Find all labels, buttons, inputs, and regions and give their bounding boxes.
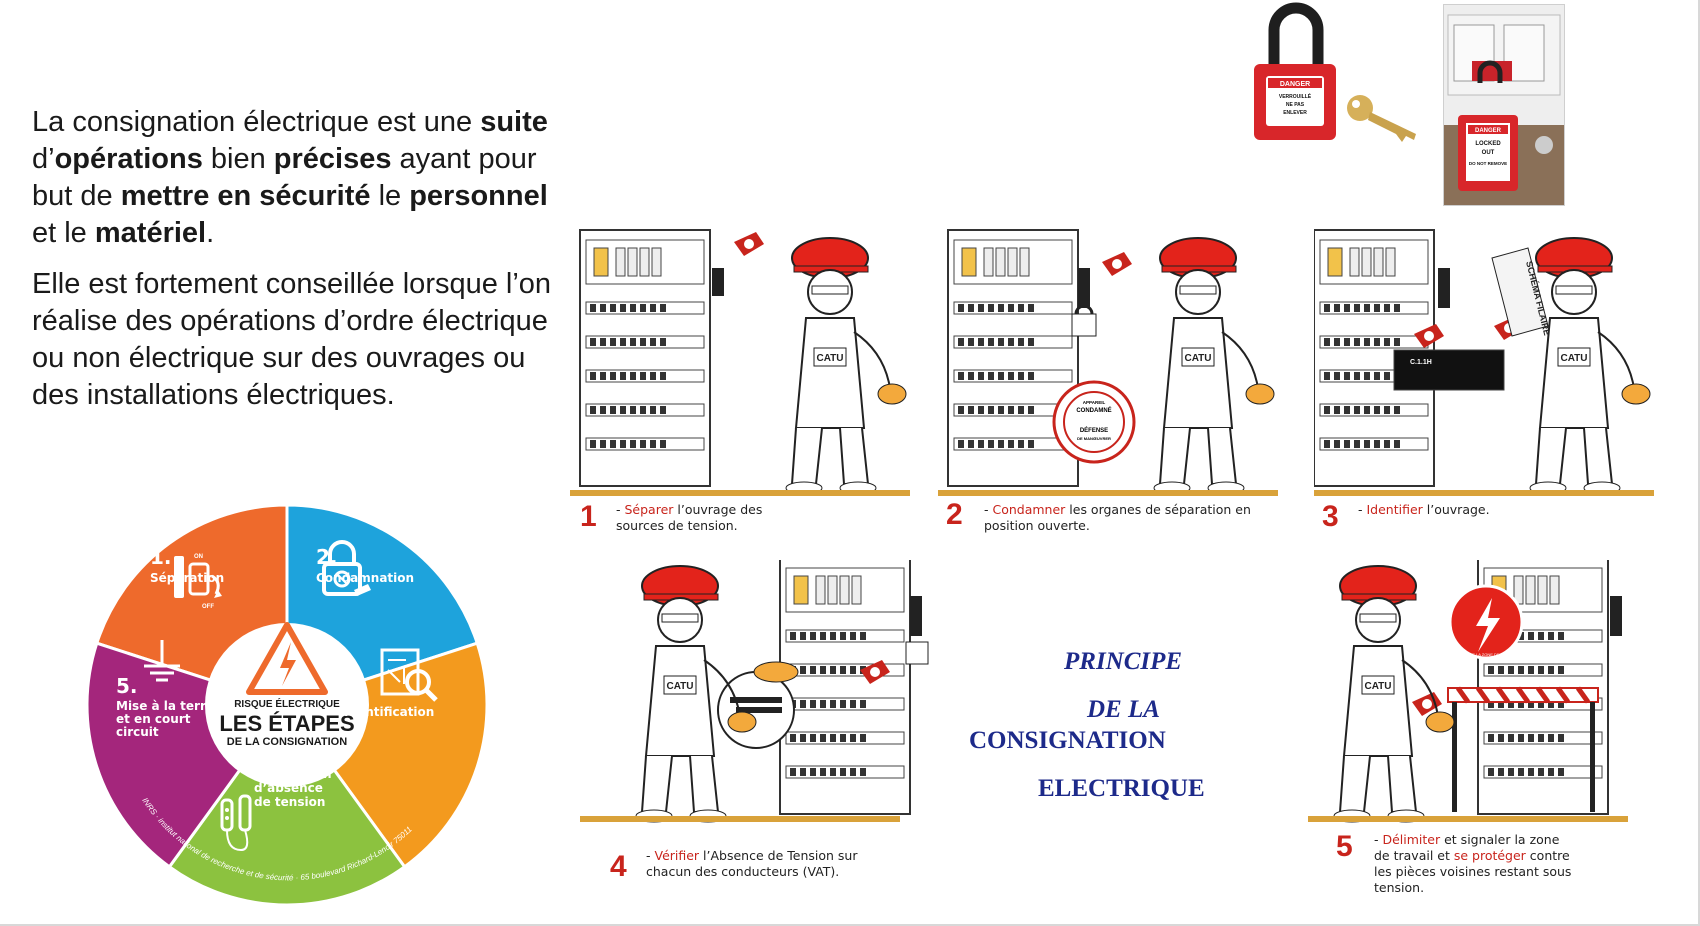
svg-text:OUT: OUT [1482, 150, 1495, 156]
wheel-label-verification-2: d’absence [254, 781, 323, 795]
magnifier-icon [380, 648, 438, 702]
svg-text:CONDAMNÉ: CONDAMNÉ [1076, 406, 1111, 414]
step-2-illustration: APPAREIL CONDAMNÉ DÉFENSE DE MANŒUVRER C… [938, 229, 1278, 496]
intro-run: ayant pour but de [32, 143, 537, 212]
step-1-number: 1 [580, 500, 597, 533]
step-1-illustration: CATU [570, 229, 910, 496]
intro-run: et le [32, 217, 95, 249]
step-3-number: 3 [1322, 500, 1339, 533]
svg-text:NE PAS: NE PAS [1286, 102, 1305, 108]
step-1-caption: - Séparer l’ouvrage des sources de tensi… [616, 502, 763, 533]
wheel-label-separation: Séparation [150, 571, 224, 585]
intro-run: précises [273, 143, 392, 175]
wheel-center-subtitle: DE LA CONSIGNATION [227, 736, 347, 748]
step-5-delimitation: LIMITE DE LA ZONE DE TRAVAIL CATU [1308, 560, 1658, 880]
step-5-caption: - Délimiter et signaler la zone de trava… [1374, 832, 1572, 895]
svg-text:DANGER: DANGER [1280, 81, 1310, 88]
wheel-segment-4 [167, 702, 407, 907]
principle-line-1: PRINCIPE [1064, 648, 1183, 675]
step-2-condamnation: APPAREIL CONDAMNÉ DÉFENSE DE MANŒUVRER C… [938, 222, 1288, 542]
intro-run: personnel [409, 180, 548, 212]
svg-text:DO NOT REMOVE: DO NOT REMOVE [1469, 161, 1507, 166]
step-3-identification: C.1.1H SCHÉMA FILAIRE CATU [1314, 222, 1664, 542]
principle-title: PRINCIPE DE LA CONSIGNATION ELECTRIQUE [960, 646, 1240, 804]
principle-line-3: CONSIGNATION [969, 727, 1166, 754]
voltage-tester-icon [220, 794, 252, 852]
step-2-number: 2 [946, 498, 963, 531]
intro-paragraph-1: La consignation électrique est une suite… [32, 104, 552, 252]
step-4-illustration: CATU [580, 560, 929, 823]
wheel-label-identification: Identification [344, 705, 434, 719]
principle-line-2: DE LA [1087, 696, 1160, 723]
svg-text:CATU: CATU [1560, 353, 1587, 364]
svg-text:ENLEVER: ENLEVER [1283, 110, 1307, 116]
step-3-caption: - Identifier l’ouvrage. [1358, 502, 1490, 517]
svg-text:DE MANŒUVRER: DE MANŒUVRER [1077, 436, 1111, 441]
wheel-num-4: 4. [254, 743, 276, 767]
wheel-num-3: 3. [346, 679, 368, 703]
wheel-label-earth-1: Mise à la terre [116, 699, 214, 713]
intro-run: matériel [94, 217, 207, 249]
wheel-center [205, 623, 369, 787]
step-4-number: 4 [610, 850, 627, 883]
svg-text:CATU: CATU [666, 681, 693, 692]
wheel-label-earth-2: et en court [116, 712, 191, 726]
wheel-label-earth-3: circuit [116, 725, 159, 739]
svg-text:LOCKED: LOCKED [1475, 141, 1501, 147]
svg-text:ON: ON [194, 554, 203, 560]
step-5-illustration: LIMITE DE LA ZONE DE TRAVAIL CATU [1308, 560, 1628, 823]
breaker-lockout-photo: DANGER LOCKED OUT DO NOT REMOVE [1443, 4, 1565, 206]
brass-key-icon [1347, 95, 1416, 142]
intro-run: d’ [32, 143, 55, 175]
wheel-center-risk: RISQUE ÉLECTRIQUE [234, 697, 340, 710]
padlock-icon [322, 540, 371, 596]
step-4-verification: CATU [580, 560, 930, 880]
wheel-label-verification-1: Vérification [254, 767, 332, 781]
svg-text:OFF: OFF [202, 604, 214, 610]
consignation-steps-wheel: INRS · institut national de recherche et… [82, 500, 492, 910]
intro-run: le [370, 180, 410, 212]
svg-text:LIMITE DE LA ZONE DE TRAVAIL: LIMITE DE LA ZONE DE TRAVAIL [1455, 652, 1517, 657]
svg-text:APPAREIL: APPAREIL [1083, 400, 1106, 405]
wheel-label-verification-3: de tension [254, 795, 325, 809]
step-5-number: 5 [1336, 830, 1353, 863]
wheel-num-2: 2. [316, 545, 338, 569]
wheel-num-5: 5. [116, 674, 138, 698]
wheel-label-condamnation: Condamnation [316, 571, 414, 585]
intro-run: bien [202, 143, 274, 175]
step-3-illustration: C.1.1H SCHÉMA FILAIRE CATU [1314, 229, 1654, 496]
padlock-and-key-photo: DANGER VERROUILLÉ NE PAS ENLEVER [1240, 0, 1430, 150]
svg-text:CATU: CATU [1184, 353, 1211, 364]
svg-text:DÉFENSE: DÉFENSE [1080, 426, 1108, 434]
intro-run: . [206, 217, 215, 249]
intro-text: La consignation électrique est une suite… [32, 104, 552, 428]
svg-text:CATU: CATU [1364, 681, 1391, 692]
svg-text:CATU: CATU [816, 353, 843, 364]
step-2-caption: - Condamner les organes de séparation en… [984, 502, 1251, 533]
wheel-center-title: LES ÉTAPES [219, 711, 354, 736]
earth-ground-icon [144, 640, 180, 682]
svg-text:DANGER: DANGER [1475, 128, 1502, 134]
step-4-caption: - Vérifier l’Absence de Tension sur chac… [646, 848, 858, 879]
intro-paragraph-2: Elle est fortement conseillée lorsque l’… [32, 268, 552, 411]
svg-text:VERROUILLÉ: VERROUILLÉ [1279, 92, 1312, 100]
step-1-separation: CATU [570, 222, 920, 542]
svg-text:C.1.1H: C.1.1H [1410, 359, 1432, 366]
intro-run: suite [480, 106, 548, 138]
intro-run: La consignation électrique est une [32, 106, 481, 138]
intro-run: mettre en sécurité [120, 180, 371, 212]
danger-triangle-icon [246, 622, 328, 695]
principle-line-4: ELECTRIQUE [1038, 775, 1205, 802]
intro-run: opérations [54, 143, 203, 175]
wheel-num-1: 1. [150, 545, 172, 569]
switch-off-icon: ON OFF [174, 554, 222, 610]
